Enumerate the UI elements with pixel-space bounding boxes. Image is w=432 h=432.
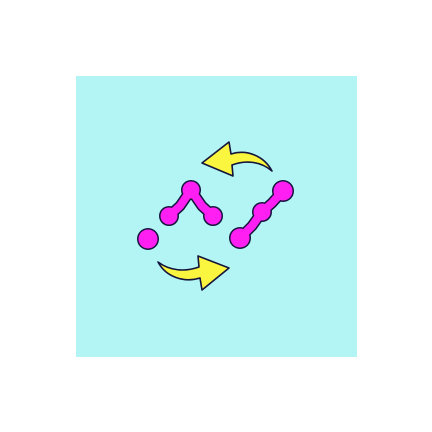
arrow-right-icon [157,255,230,291]
icon-graphic [76,76,357,357]
arrow-left-icon [201,141,273,177]
molecule-rearrangement-icon [76,76,357,357]
molecule-left [137,180,223,250]
molecule-right [229,180,294,249]
